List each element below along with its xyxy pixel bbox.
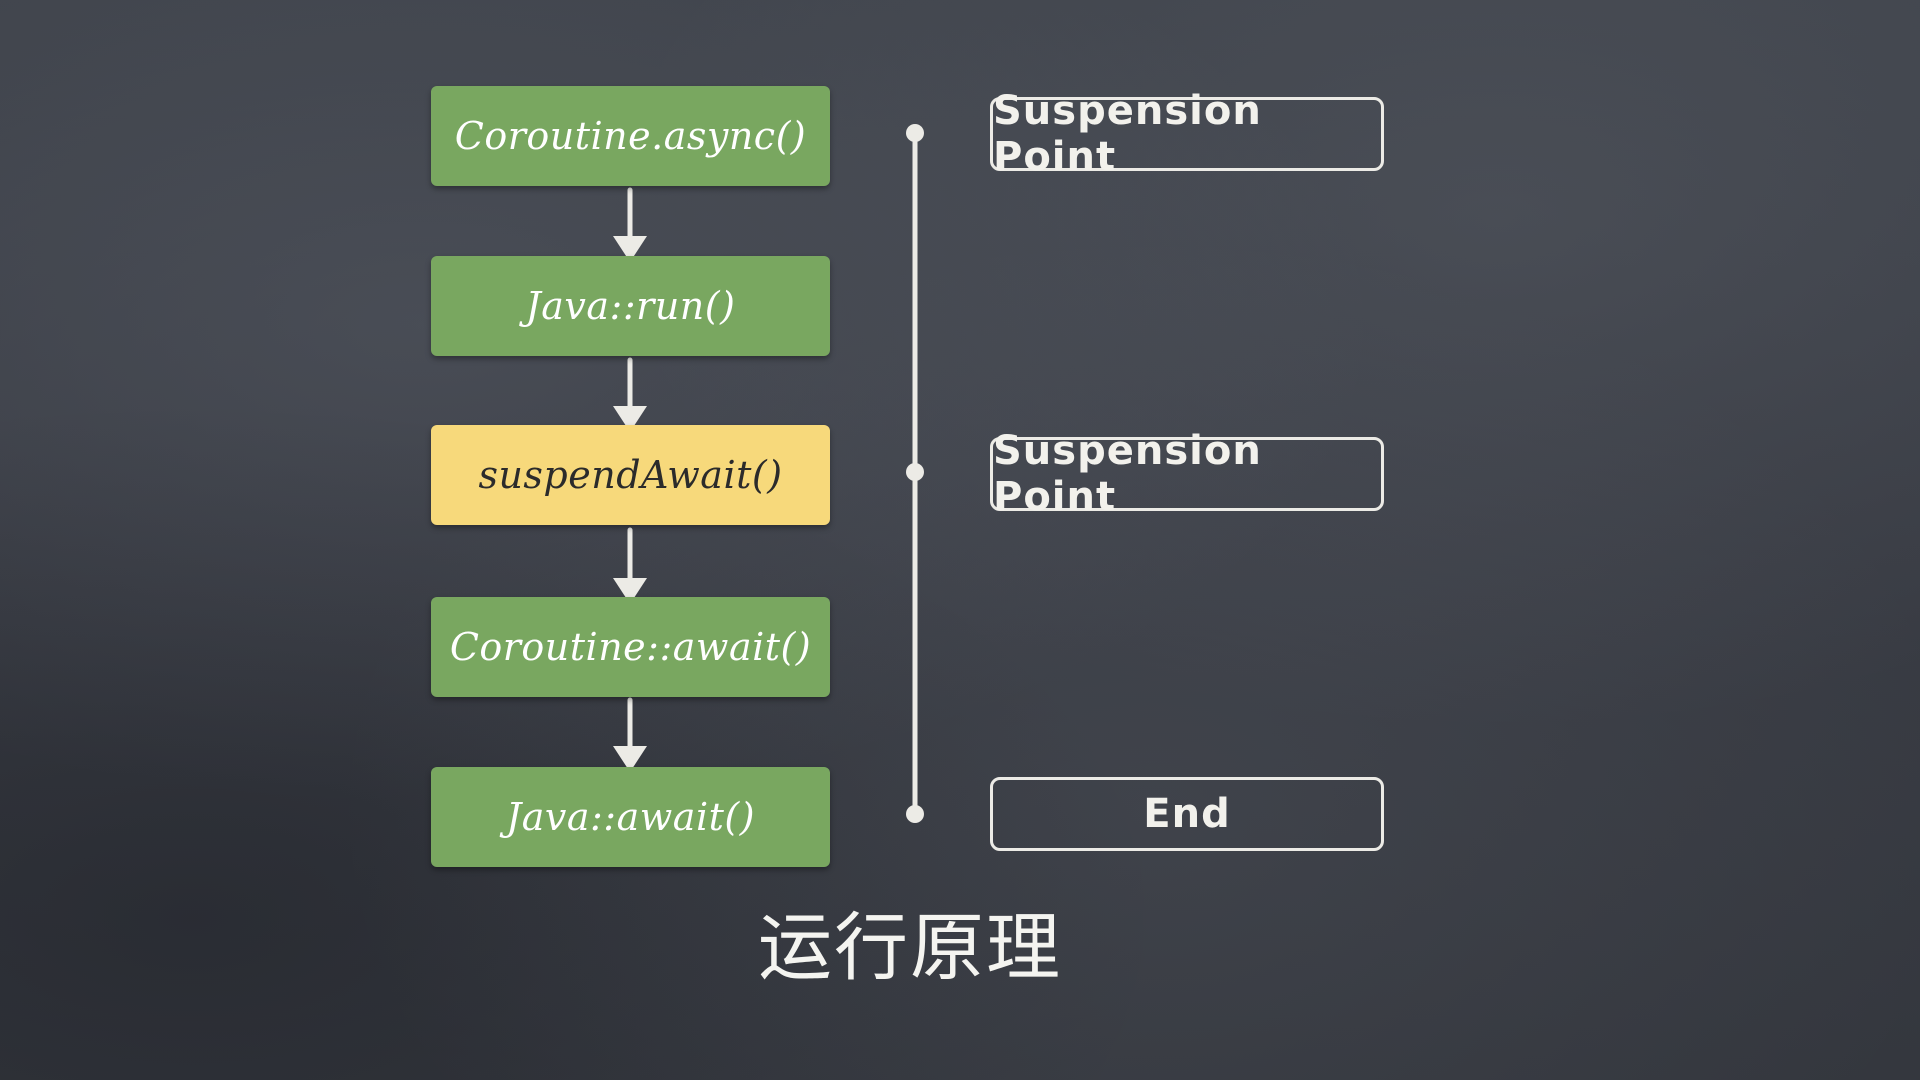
flow-step-label: Java::run()	[525, 284, 736, 328]
flow-step-label: Coroutine::await()	[449, 625, 812, 669]
marker-label: End	[1143, 791, 1231, 837]
flow-arrow	[613, 357, 647, 432]
flow-step-suspend-await: suspendAwait()	[431, 425, 830, 525]
marker-label: Suspension Point	[993, 428, 1262, 520]
flow-step-label: Java::await()	[505, 795, 756, 839]
flow-step-label: suspendAwait()	[478, 453, 783, 497]
end-box: End	[990, 777, 1384, 851]
page-title: 运行原理	[758, 905, 1062, 991]
flow-arrow	[613, 697, 647, 772]
marker-label: Suspension Point	[993, 88, 1262, 180]
flow-arrow	[613, 527, 647, 604]
flow-step-coroutine-await: Coroutine::await()	[431, 597, 830, 697]
flow-arrow	[613, 187, 647, 262]
flow-step-coroutine-async: Coroutine.async()	[431, 86, 830, 186]
timeline-dot	[906, 463, 924, 481]
timeline-dot	[906, 805, 924, 823]
flow-step-label: Coroutine.async()	[454, 114, 807, 158]
timeline-dot	[906, 124, 924, 142]
flow-step-java-run: Java::run()	[431, 256, 830, 356]
flow-step-java-await: Java::await()	[431, 767, 830, 867]
suspension-point-box: Suspension Point	[990, 428, 1384, 520]
suspension-point-box: Suspension Point	[990, 88, 1384, 180]
